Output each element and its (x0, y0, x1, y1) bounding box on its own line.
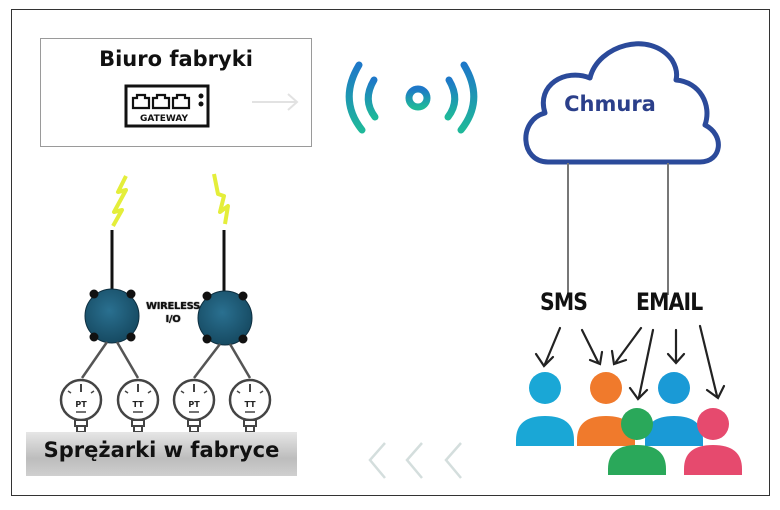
antenna-right (212, 173, 230, 292)
recipient-person-icon (516, 372, 574, 446)
cloud-icon (523, 41, 721, 165)
notification-arrows (534, 324, 726, 401)
recipient-person-icon (645, 372, 703, 446)
sensor-label: TT (244, 400, 256, 409)
wireless-io-module-left (84, 288, 140, 344)
sensor-label: TT (132, 400, 144, 409)
recipient-person-icon (684, 408, 742, 475)
sensor-wires (80, 341, 252, 379)
sensor-gauge-icon: TT (116, 378, 160, 433)
cloud-connectors (567, 163, 669, 295)
sensor-label: PT (75, 400, 87, 409)
faint-arrow-icon (252, 93, 299, 111)
sensor-gauge-icon: PT (172, 378, 216, 433)
signal-bolt-icon (111, 175, 128, 227)
wireless-io-label: WIRELESS I/O (140, 300, 206, 326)
recipient-person-icon (577, 372, 635, 446)
wireless-io-module-right (197, 290, 253, 346)
sensors: PT TT PT TT (59, 378, 272, 433)
sensor-label: PT (188, 400, 200, 409)
recipient-person-icon (608, 408, 666, 475)
gateway-label: GATEWAY (140, 114, 189, 124)
antenna-left (110, 175, 128, 290)
sensor-gauge-icon: PT (59, 378, 103, 433)
gateway-icon: GATEWAY (124, 84, 210, 128)
email-channel-label: EMAIL (636, 288, 703, 316)
cloud-label: Chmura (564, 92, 656, 116)
sms-channel-label: SMS (540, 288, 588, 316)
recipients (516, 372, 742, 475)
wireless-io-label-line2: I/O (165, 314, 181, 325)
sensor-gauge-icon: TT (228, 378, 272, 433)
wireless-signal-icon (345, 61, 478, 134)
office-title: Biuro fabryki (99, 47, 253, 71)
factory-compressors-base: Sprężarki w fabryce (26, 432, 297, 476)
signal-bolt-icon (212, 173, 230, 225)
chevrons-left-icon (368, 442, 462, 479)
wireless-io-label-line1: WIRELESS (145, 301, 201, 312)
factory-label: Sprężarki w fabryce (43, 438, 280, 462)
